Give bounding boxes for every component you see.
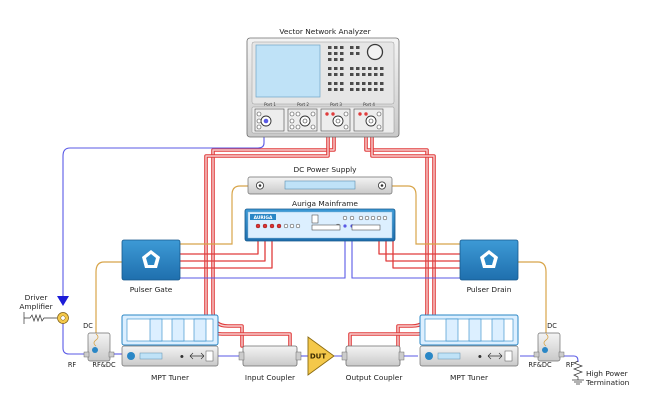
- output-coupler-label: Output Coupler: [346, 373, 404, 382]
- amplifier-triangle-icon: [57, 296, 69, 306]
- bias-tee-right-dc-label: DC: [547, 322, 557, 330]
- mpt-tuner-right: ● MPT Tuner: [419, 314, 519, 382]
- mpt-tuner-left: ● MPT Tuner: [121, 314, 219, 382]
- bias-tee-left-dc-label: DC: [83, 322, 93, 330]
- vna-port3-label: Port 3: [330, 102, 342, 107]
- pulser-drain-label: Pulser Drain: [467, 285, 512, 294]
- dc-power-supply-label: DC Power Supply: [293, 165, 357, 174]
- input-coupler: Input Coupler: [238, 345, 302, 382]
- dc-supply-display: [284, 180, 356, 190]
- bias-tee-right: DC RF&DC RF: [528, 322, 574, 369]
- driver-amplifier-input-resistor: [23, 312, 57, 324]
- vna-port1-label: Port 1: [264, 102, 276, 107]
- resistor-ground-icon: [572, 360, 584, 385]
- auriga-mainframe-label: Auriga Mainframe: [292, 199, 358, 208]
- pulser-drain: Pulser Drain: [459, 239, 519, 294]
- driver-amplifier: Driver Amplifier: [19, 293, 69, 324]
- auriga-logo: AURIGA: [254, 215, 273, 221]
- bias-tee-icon: [92, 347, 98, 353]
- bias-cables-gold: [95, 185, 547, 340]
- bias-tee-right-rfdc-label: RF&DC: [528, 361, 552, 369]
- bias-tee-left-rfdc-label: RF&DC: [92, 361, 116, 369]
- svg-text:●: ●: [478, 354, 482, 359]
- vna-knob[interactable]: [366, 43, 384, 61]
- auriga-mainframe: Auriga Mainframe AURIGA: [244, 199, 396, 242]
- vna-keypad[interactable]: [328, 46, 384, 91]
- bias-tee-icon: [542, 347, 548, 353]
- mpt-tuner-left-label: MPT Tuner: [151, 373, 190, 382]
- output-coupler: Output Coupler: [341, 345, 405, 382]
- high-power-termination: High Power Termination: [572, 360, 630, 387]
- bias-tee-left-rf-label: RF: [68, 361, 77, 369]
- vna-screen: [255, 44, 321, 98]
- dc-power-supply: DC Power Supply: [247, 165, 393, 195]
- mpt-tuner-right-label: MPT Tuner: [450, 373, 489, 382]
- input-coupler-label: Input Coupler: [245, 373, 296, 382]
- vna-label: Vector Network Analyzer: [279, 27, 371, 36]
- driver-amplifier-label-line2: Amplifier: [19, 302, 53, 311]
- vna-port2-label: Port 2: [297, 102, 309, 107]
- bias-tee-left: DC RF RF&DC: [68, 322, 116, 369]
- bias-tee-right-rf-label: RF: [566, 361, 575, 369]
- pulser-gate-label: Pulser Gate: [130, 285, 173, 294]
- high-power-label-line1: High Power: [586, 369, 629, 378]
- vna-port4-label: Port 4: [363, 102, 375, 107]
- dut-amplifier-icon: [307, 336, 335, 376]
- dut: DUT: [307, 336, 335, 376]
- pulser-gate: Pulser Gate: [121, 239, 181, 294]
- high-power-label-line2: Termination: [585, 378, 630, 387]
- mainframe-connectors[interactable]: [283, 215, 388, 229]
- vector-network-analyzer: Vector Network Analyzer Port 1 Port 2 Po…: [246, 27, 400, 138]
- dut-label: DUT: [310, 353, 326, 361]
- signal-cables-blue: [62, 130, 579, 362]
- svg-text:●: ●: [180, 354, 184, 359]
- driver-amplifier-label-line1: Driver: [25, 293, 49, 302]
